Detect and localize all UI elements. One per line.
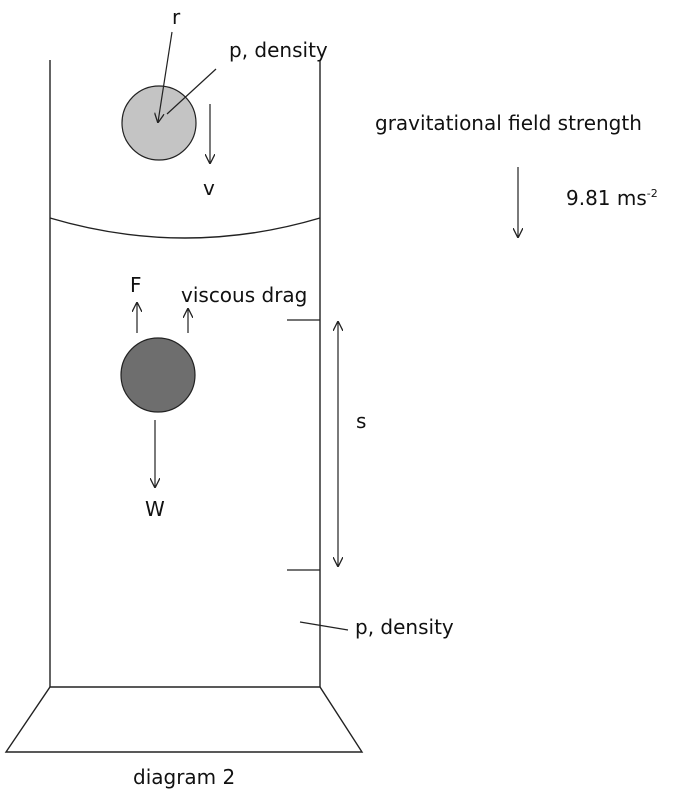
fluid-density-pointer bbox=[299, 621, 349, 631]
liquid-meniscus bbox=[49, 217, 321, 239]
gravity-value-label: 9.81 ms-2 bbox=[566, 186, 658, 210]
drag-label: viscous drag bbox=[181, 283, 308, 307]
gravity-value-text: 9.81 ms bbox=[566, 186, 647, 210]
fluid-density-label: p, density bbox=[355, 615, 454, 639]
tube-stand bbox=[4, 686, 364, 753]
velocity-label: v bbox=[203, 176, 215, 200]
lower-sphere bbox=[120, 337, 196, 413]
upthrust-label: F bbox=[130, 273, 142, 297]
radius-label: r bbox=[172, 5, 181, 29]
gravity-exponent: -2 bbox=[646, 187, 658, 200]
density-pointer bbox=[166, 68, 217, 115]
diagram-caption: diagram 2 bbox=[133, 765, 236, 789]
weight-label: W bbox=[145, 497, 165, 521]
radius-pointer bbox=[158, 31, 173, 122]
gravity-title-label: gravitational field strength bbox=[375, 111, 642, 135]
sphere-density-label: p, density bbox=[229, 38, 328, 62]
distance-label: s bbox=[356, 409, 367, 433]
